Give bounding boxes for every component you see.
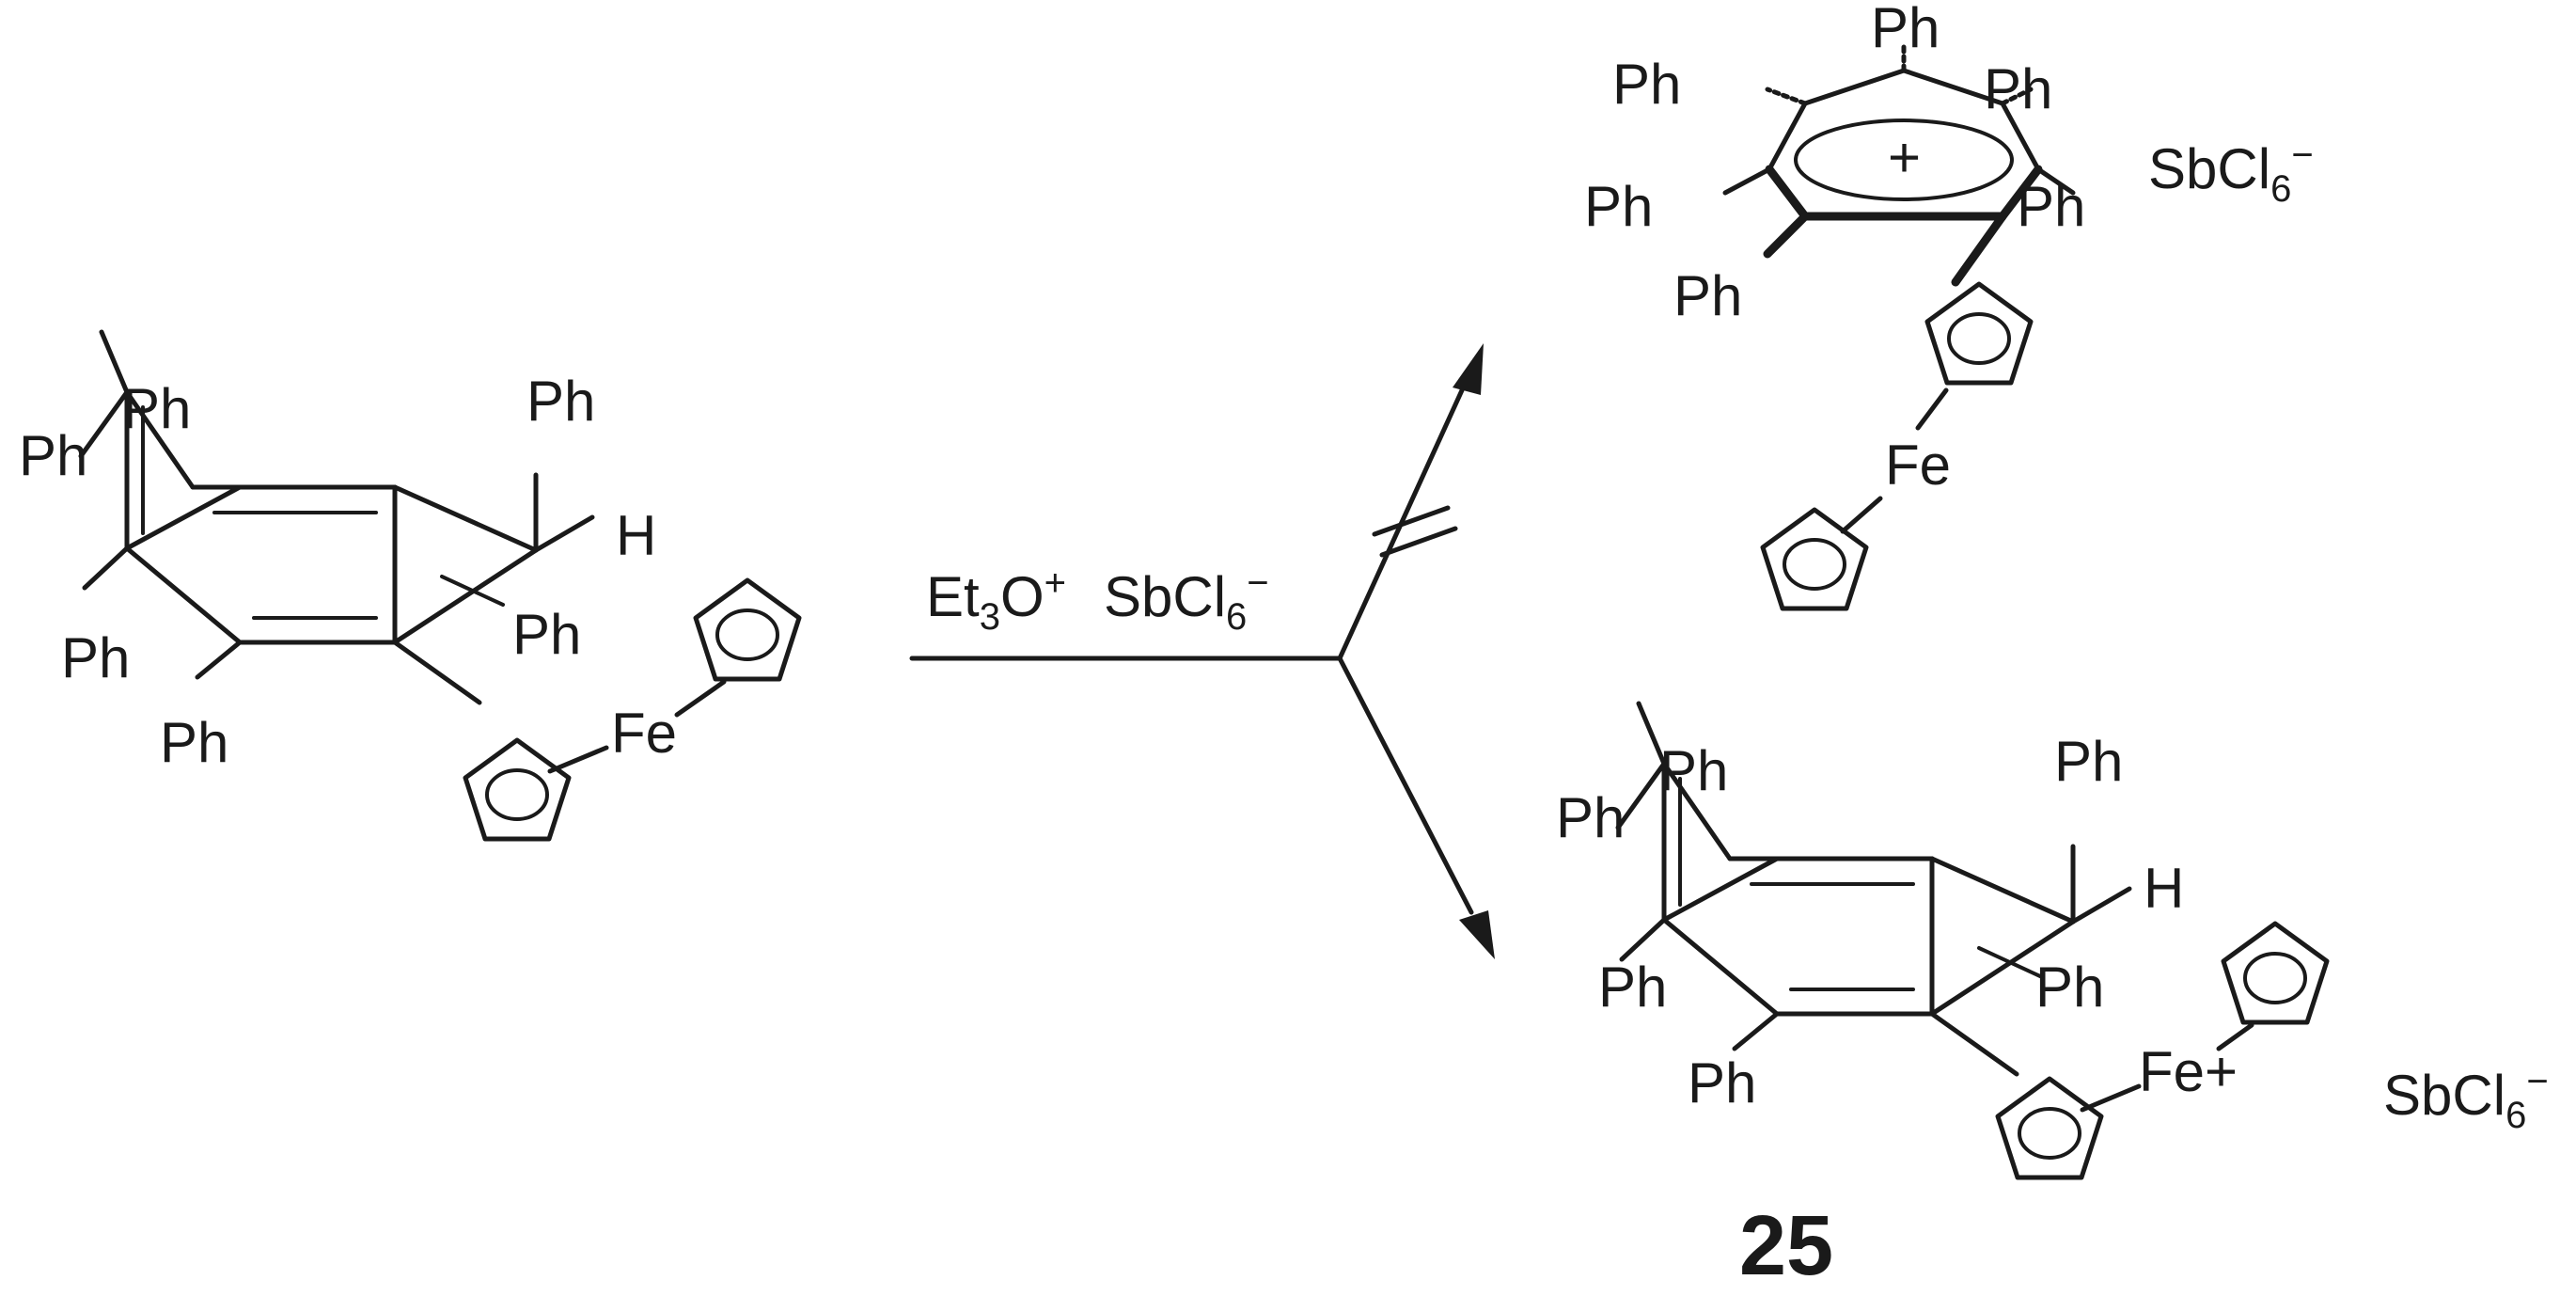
hydrogen-label: H — [616, 504, 656, 567]
reaction-arrow — [909, 343, 1495, 959]
compound-number: 25 — [1739, 1199, 1833, 1293]
ph-label: Ph — [2054, 730, 2123, 793]
reagent-label: Et3O+SbCl6− — [926, 562, 1269, 638]
ph-label: Ph — [1871, 0, 1940, 59]
ph-label: Ph — [1659, 739, 1728, 802]
iron-label: Fe — [611, 702, 677, 765]
iron-label: Fe — [1885, 434, 1951, 497]
ph-label: Ph — [1556, 786, 1625, 849]
charge-plus: + — [2205, 1040, 2238, 1103]
ph-label: Ph — [122, 377, 191, 440]
ph-label: Ph — [19, 424, 87, 487]
product-25: Ph Ph Ph Ph Ph H Ph Fe+ — [1556, 703, 2327, 1177]
ph-label: Ph — [61, 626, 130, 689]
ph-label: Ph — [1598, 956, 1667, 1019]
ph-label: Ph — [2017, 175, 2085, 238]
ph-label: Ph — [160, 711, 228, 774]
ph-label: Ph — [1673, 264, 1742, 327]
counterion-label: SbCl6− — [2148, 134, 2314, 210]
ph-label: Ph — [1612, 53, 1681, 116]
charge-plus: + — [1888, 126, 1921, 189]
counterion-label: SbCl6− — [2383, 1061, 2549, 1136]
ph-label: Ph — [526, 370, 595, 433]
ph-label: Ph — [2035, 956, 2104, 1019]
tropylium-product: + Ph Ph Ph Ph Ph Ph Fe SbCl6− — [1584, 0, 2314, 608]
ph-label: Ph — [1984, 57, 2052, 120]
svg-text:Et3O+SbCl6−: Et3O+SbCl6− — [926, 562, 1269, 638]
iron-label: Fe+ — [2139, 1040, 2238, 1103]
ph-label: Ph — [1688, 1051, 1756, 1114]
hydrogen-label: H — [2144, 857, 2184, 920]
starting-material: Ph Ph Ph Ph Ph H Ph Fe — [19, 332, 799, 839]
ph-label: Ph — [1584, 175, 1653, 238]
ph-label: Ph — [512, 603, 581, 666]
